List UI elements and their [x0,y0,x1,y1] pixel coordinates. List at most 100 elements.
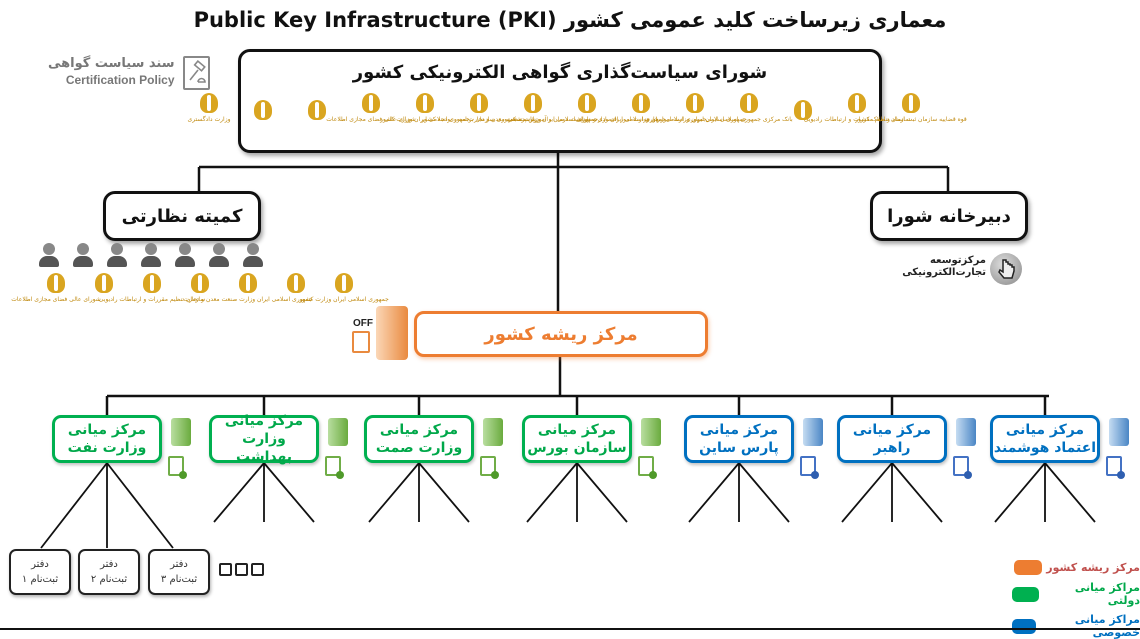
person-icon [208,243,230,267]
member-logo-caption: جمهوری اسلامی ایران وزارت بهداشت درمان و… [508,116,666,123]
ra-fan-line [1044,462,1096,523]
cra-logo-icon [143,273,161,293]
ca-label-line2: پارس ساین [699,440,779,456]
iran-emblem-icon [524,93,542,113]
secretariat-title: دبیرخانه شورا [887,205,1011,227]
ra-fan-line [213,462,265,523]
ra-fan-line [994,462,1046,523]
registration-office-box[interactable]: دفتر ثبت‌نام ۱ [9,549,71,595]
server-icon [803,418,823,446]
legend-swatch [1012,618,1037,634]
person-icon [38,243,60,267]
chamber-of-commerce-icon [794,100,812,120]
ca-label-line1: مرکز میانی [699,422,779,438]
ra-fan-line [688,462,740,523]
council-member-logos: وزارت دادگستری شورای عالی فضای مجازی اطلا… [187,93,967,123]
gavel-book-icon [183,56,210,90]
member-logo: ریاست جمهوری سازمان برنامه و بودجه کشور [422,93,536,123]
server-icon [956,418,976,446]
member-logo-caption: جمهوری اسلامی ایران وزارت کشور [299,296,389,303]
iran-emblem-icon [335,273,353,293]
hand-pointer-icon [990,253,1022,285]
iran-emblem-icon [416,93,434,113]
certificate-icon [1106,456,1125,479]
member-logo: جمهوری اسلامی ایران وزارت صنعت معدن و تج… [468,93,598,123]
member-logo: وزارت دادگستری [187,93,231,123]
committee-title: کمیته نظارتی [121,205,243,227]
bottom-rule [0,628,1140,630]
ra-label-line2: ثبت‌نام ۳ [160,574,198,585]
member-logo [178,273,222,303]
ecommerce-center-line2: تجارت‌الکترونیکی [902,267,986,278]
committee-members [38,243,264,267]
person-icon [72,243,94,267]
server-icon [328,418,348,446]
more-offices-ellipsis [219,563,264,576]
member-logo-caption: جمهوری اسلامی ایران وزارت صنعت معدن و تج… [468,116,598,123]
ra-label-line2: ثبت‌نام ۱ [21,574,59,585]
legend-swatch [1012,586,1039,602]
ra-label-line1: دفتر [31,559,49,570]
committee-box[interactable]: کمیته نظارتی [103,191,261,241]
iran-emblem-icon [362,93,380,113]
root-ca-title: مرکز ریشه کشور [484,323,638,345]
member-logo-caption: بانک مرکزی جمهوری اسلامی ایران [705,116,793,123]
legend-item: مراکز میانی دولتی [1012,581,1140,607]
member-logo-caption: وزارت دادگستری [187,116,231,123]
member-logo: جمهوری اسلامی ایران وزارت امور اقتصادی و… [575,93,707,123]
member-logo-caption: شورای عالی فضای مجازی اطلاعات [11,296,101,303]
ra-fan-line [368,462,420,523]
person-icon [106,243,128,267]
member-logo-caption: سازمان تنظیم مقررات و ارتباطات رادیویی [98,296,206,303]
root-ca-box[interactable]: مرکز ریشه کشور [414,311,708,357]
ra-label-line1: دفتر [170,559,188,570]
legend-item: مرکز ریشه کشور [1012,560,1140,575]
ca-label-line2: اعتماد هوشمند [993,440,1097,456]
ca-label-line2: وزارت نفت [67,440,147,456]
cra-logo-icon [848,93,866,113]
ra-fan-line [263,462,315,523]
diagram-title: معماری زیرساخت کلید عمومی کشور (PKI) Pub… [193,8,947,32]
ecommerce-center-label: مرکزتوسعه تجارت‌الکترونیکی [900,255,986,279]
member-logo-caption: شورای عالی فضای مجازی اطلاعات [326,116,416,123]
ra-fan-line [40,462,108,549]
ecommerce-center-line1: مرکزتوسعه [929,255,986,266]
member-logo-caption: قوه قضاییه سازمان ثبت اسناد و املاک کشور [855,116,967,123]
certification-policy-label: سند سیاست گواهی Certification Policy [48,56,175,87]
member-logo-caption: جمهوری اسلامی ایران وزارت امور خارجه [643,116,747,123]
member-logo [241,100,285,123]
council-box[interactable]: شورای سیاست‌گذاری گواهی الکترونیکی کشور … [188,49,967,153]
intermediate-ca-box[interactable]: مرکز میانی پارس ساین [684,415,794,463]
certificate-icon [480,456,499,479]
certification-policy-fa: سند سیاست گواهی [48,56,175,71]
server-icon [483,418,503,446]
member-logo: جمهوری اسلامی ایران وزارت کشور [380,93,470,123]
ra-fan-line [526,462,578,523]
certificate-icon [168,456,187,479]
member-logo: جمهوری اسلامی ایران وزارت صنعت معدن و تج… [183,273,313,303]
member-logo-caption: جمهوری اسلامی ایران وزارت صنعت معدن و تج… [183,296,313,303]
ra-fan-line [418,462,470,523]
ra-fan-line [841,462,893,523]
member-logo: سازمان تنظیم مقررات و ارتباطات رادیویی [99,273,205,303]
justice-scale-icon [902,93,920,113]
person-icon [140,243,162,267]
root-certificate-icon [352,331,370,353]
member-logo: شورای عالی فضای مجازی اطلاعات [11,273,101,303]
secretariat-box[interactable]: دبیرخانه شورا [870,191,1028,241]
registration-office-box[interactable]: دفتر ثبت‌نام ۳ [148,549,210,595]
member-logo: بانک مرکزی جمهوری اسلامی ایران [705,93,793,123]
ellipsis-dot [235,563,248,576]
person-icon [174,243,196,267]
member-logo-caption: سازمان تنظیم مقررات و ارتباطات رادیویی [803,116,911,123]
iran-emblem-icon [47,273,65,293]
book-logo-icon [191,273,209,293]
